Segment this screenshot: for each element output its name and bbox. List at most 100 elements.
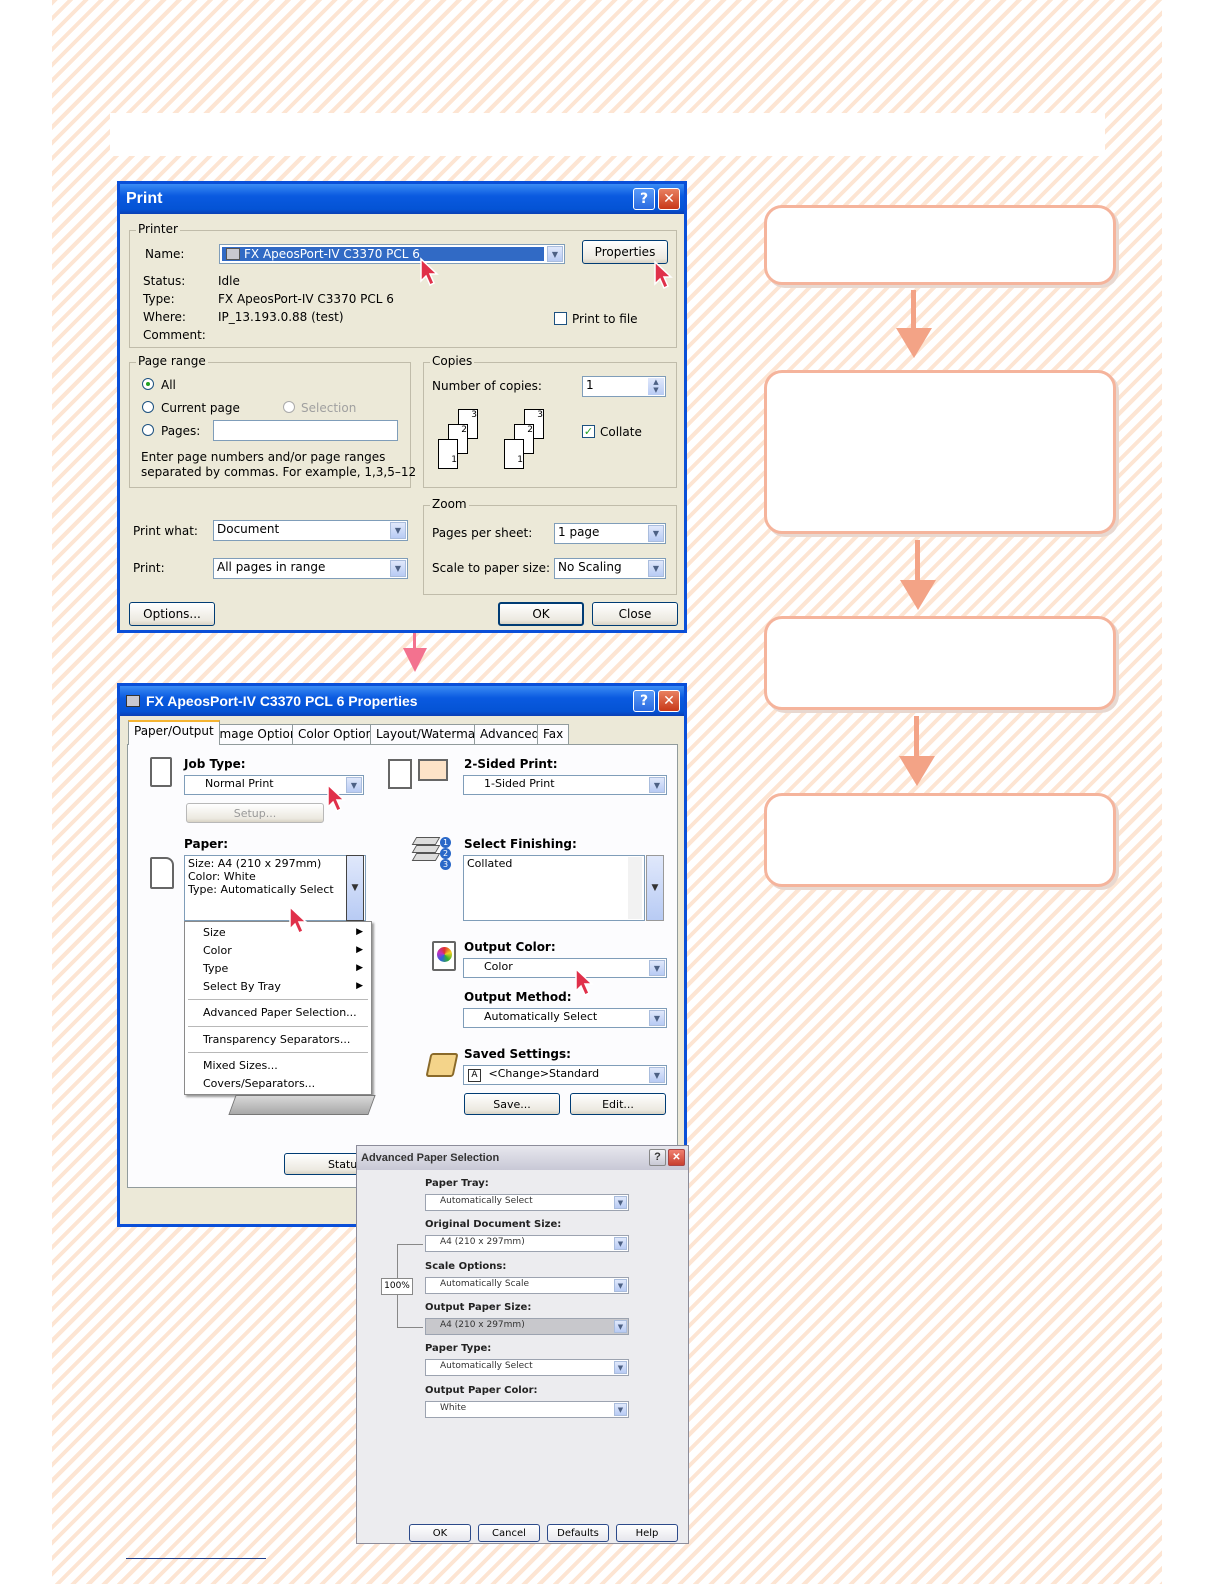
menu-item-size[interactable]: Size [203,926,226,939]
saved-settings-select[interactable]: A <Change>Standard ▼ [463,1065,667,1085]
status-label: Status: [143,274,186,288]
help-button[interactable]: Help [616,1524,678,1542]
range-all-radio[interactable] [142,378,154,390]
defaults-button[interactable]: Defaults [547,1524,609,1542]
range-selection-label: Selection [301,401,357,415]
options-button[interactable]: Options... [129,602,215,626]
menu-item-mixed-sizes[interactable]: Mixed Sizes... [203,1059,278,1072]
help-icon[interactable]: ? [633,690,655,712]
chevron-down-icon[interactable]: ▼ [649,1010,665,1026]
chevron-down-icon[interactable]: ▼ [614,1196,627,1209]
type-value: FX ApeosPort-IV C3370 PCL 6 [218,292,394,306]
tab-color-options[interactable]: Color Options [292,724,386,744]
copies-spinner[interactable]: ▲▼ [648,378,664,395]
color-wheel-icon [432,941,456,971]
output-color-select[interactable]: Color ▼ [463,958,667,978]
chevron-down-icon[interactable]: ▼ [649,777,665,793]
status-button[interactable]: Status [284,1153,374,1175]
ok-button[interactable]: OK [498,602,584,626]
paper-type-select[interactable]: Automatically Select▼ [425,1359,629,1376]
out-color-select[interactable]: White▼ [425,1401,629,1418]
print-dialog-titlebar[interactable]: Print ? ✕ [120,184,684,214]
chevron-down-icon[interactable]: ▼ [614,1403,627,1416]
two-sided-select[interactable]: 1-Sided Print ▼ [463,775,667,795]
chevron-down-icon[interactable]: ▼ [346,777,362,793]
menu-item-color[interactable]: Color [203,944,232,957]
copies-input[interactable]: 1 ▲▼ [582,376,666,397]
menu-item-transparency[interactable]: Transparency Separators... [203,1033,351,1046]
page-1: 1 [438,439,458,469]
menu-item-select-by-tray[interactable]: Select By Tray [203,980,281,993]
cursor-icon [289,905,308,935]
flow-arrow-3 [914,716,919,758]
help-icon[interactable]: ? [633,188,655,210]
properties-button[interactable]: Properties [582,240,668,264]
chevron-down-icon[interactable]: ▼ [649,1067,665,1083]
save-button[interactable]: Save... [464,1093,560,1115]
range-all-label: All [161,378,176,392]
pps-select[interactable]: 1 page ▼ [554,523,666,544]
job-type-select[interactable]: Normal Print ▼ [184,775,364,795]
tab-layout-watermark[interactable]: Layout/Watermark [370,724,494,744]
chevron-down-icon[interactable]: ▼ [648,525,664,542]
help-icon[interactable]: ? [649,1149,666,1166]
copies-value: 1 [586,378,594,392]
range-pages-radio[interactable] [142,424,154,436]
close-icon[interactable]: ✕ [668,1149,685,1166]
paper-dropdown-button[interactable]: ▼ [346,855,364,921]
chevron-down-icon[interactable]: ▼ [614,1279,627,1292]
range-selection-radio [283,401,295,413]
tab-fax[interactable]: Fax [537,724,570,744]
print-what-label: Print what: [133,524,198,538]
tab-paper-output[interactable]: Paper/Output [128,720,220,745]
job-type-label: Job Type: [184,757,246,771]
chevron-down-icon[interactable]: ▼ [614,1361,627,1374]
print-what-select[interactable]: Document ▼ [213,520,408,541]
output-method-select[interactable]: Automatically Select ▼ [463,1008,667,1028]
scale-percent-box[interactable]: 100% [381,1278,413,1295]
cancel-button[interactable]: Cancel [478,1524,540,1542]
menu-separator [188,1026,368,1027]
out-size-select[interactable]: A4 (210 x 297mm)▼ [425,1318,629,1335]
close-icon[interactable]: ✕ [658,690,680,712]
printer-name-select[interactable]: FX ApeosPort-IV C3370 PCL 6 ▼ [219,244,565,264]
print-label: Print: [133,561,165,575]
finishing-list[interactable]: Collated [463,855,645,921]
close-button[interactable]: Close [592,602,678,626]
chevron-down-icon[interactable]: ▼ [390,522,406,539]
close-icon[interactable]: ✕ [658,188,680,210]
range-current-radio[interactable] [142,401,154,413]
print-to-file-label: Print to file [572,312,638,326]
orig-size-select[interactable]: A4 (210 x 297mm)▼ [425,1235,629,1252]
chevron-down-icon[interactable]: ▼ [547,246,563,262]
properties-titlebar[interactable]: FX ApeosPort-IV C3370 PCL 6 Properties ?… [120,686,684,716]
chevron-down-icon[interactable]: ▼ [614,1320,627,1333]
menu-item-covers[interactable]: Covers/Separators... [203,1077,316,1090]
menu-item-type[interactable]: Type [203,962,229,975]
paper-tray-select[interactable]: Automatically Select▼ [425,1194,629,1211]
chevron-right-icon: ▶ [356,927,363,937]
advanced-titlebar[interactable]: Advanced Paper Selection ? ✕ [357,1146,688,1170]
tab-advanced[interactable]: Advanced [474,724,546,744]
comment-label: Comment: [143,328,206,342]
print-to-file-checkbox[interactable] [554,312,567,325]
page-1: 1 [504,439,524,469]
edit-button[interactable]: Edit... [570,1093,666,1115]
printer-icon [226,248,240,260]
chevron-down-icon[interactable]: ▼ [614,1237,627,1250]
menu-item-advanced-paper[interactable]: Advanced Paper Selection... [203,1006,357,1019]
chevron-down-icon[interactable]: ▼ [648,560,664,577]
pages-input[interactable] [213,420,398,441]
where-value: IP_13.193.0.88 (test) [218,310,344,324]
paper-summary[interactable]: Size: A4 (210 x 297mm) Color: White Type… [184,855,366,921]
output-method-value: Automatically Select [484,1010,598,1023]
ok-button[interactable]: OK [409,1524,471,1542]
scale-options-select[interactable]: Automatically Scale▼ [425,1277,629,1294]
chevron-down-icon[interactable]: ▼ [649,960,665,976]
finishing-dropdown-button[interactable]: ▼ [646,855,664,921]
finishing-scrollbar[interactable] [628,857,642,919]
scale-select[interactable]: No Scaling ▼ [554,558,666,579]
collate-checkbox[interactable]: ✓ [582,425,595,438]
print-select[interactable]: All pages in range ▼ [213,558,408,579]
chevron-down-icon[interactable]: ▼ [390,560,406,577]
